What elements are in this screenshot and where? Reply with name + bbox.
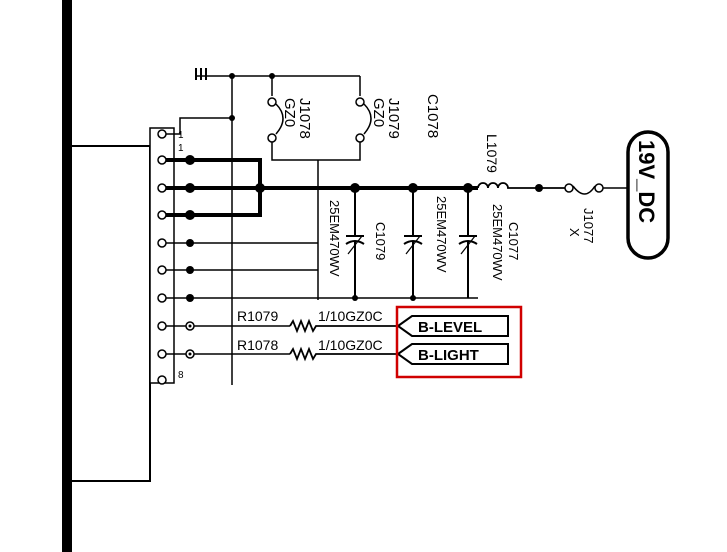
junction-dot xyxy=(535,184,543,192)
pin-label-first: 1 xyxy=(178,130,184,141)
capacitor-c1079-symbol xyxy=(345,188,365,298)
resistor-r1079-value: 1/10GZ0C xyxy=(318,308,383,324)
pin-label-last: 8 xyxy=(178,370,184,381)
jumper-j1077-ref: J1077 xyxy=(581,208,596,243)
junction-dot xyxy=(229,73,235,79)
jumper-j1078-ref: J1078 xyxy=(296,98,313,139)
pin-label-first-sub: 1 xyxy=(178,143,184,154)
pin-9 xyxy=(157,375,167,385)
inductor-l1079-ref: L1079 xyxy=(484,134,500,173)
jumper-j1079-symbol xyxy=(317,76,372,300)
pin-2 xyxy=(157,183,167,193)
jumper-j1079-ref: J1079 xyxy=(385,98,402,139)
resistor-r1079-row xyxy=(166,318,398,334)
capacitor-c1077-value: 25EM470WV xyxy=(490,204,505,281)
resistor-r1078-row xyxy=(166,346,398,362)
power-bus xyxy=(166,158,478,217)
jumper-j1077-symbol xyxy=(564,183,628,195)
pin-8 xyxy=(157,349,167,359)
signal-b-light-label: B-LIGHT xyxy=(418,347,479,364)
pin-1 xyxy=(157,155,167,165)
capacitor-mid-symbol xyxy=(403,188,423,298)
pin-7 xyxy=(157,321,167,331)
signal-flag-b-light xyxy=(396,343,509,365)
inductor-l1079-symbol xyxy=(477,182,565,189)
pin-3 xyxy=(157,210,167,220)
frame-border xyxy=(62,0,72,552)
jumper-j1079-value: GZ0 xyxy=(370,98,387,127)
resistor-r1078-value: 1/10GZ0C xyxy=(318,337,383,353)
highlight-box xyxy=(395,305,523,379)
ground-pin-junctions xyxy=(186,239,416,302)
capacitor-mid-value: 25EM470WV xyxy=(434,196,449,273)
pin-6 xyxy=(157,293,167,303)
pin-4 xyxy=(157,238,167,248)
jumper-j1078-value: GZ0 xyxy=(281,98,298,127)
pin-5 xyxy=(157,265,167,275)
connector-outline xyxy=(72,145,151,482)
resistor-r1078-symbol xyxy=(289,346,398,362)
capacitor-c1077-ref: C1077 xyxy=(506,222,521,260)
pin0-wire xyxy=(166,117,232,135)
ground-pin-wires xyxy=(166,242,478,299)
power-flag-19v-dc xyxy=(626,130,670,260)
resistor-r1079-ref: R1079 xyxy=(237,308,278,324)
capacitor-c1078-ref: C1078 xyxy=(424,94,441,138)
resistor-r1078-ref: R1078 xyxy=(237,337,278,353)
pin-0 xyxy=(157,129,167,139)
capacitor-c1077-symbol xyxy=(458,188,478,298)
ground-symbol xyxy=(195,68,207,80)
jumper-j1078-symbol xyxy=(267,76,361,161)
power-flag-label: 19V_DC xyxy=(634,140,659,223)
jumper-j1077-value: X xyxy=(567,228,582,237)
resistor-r1079-symbol xyxy=(289,318,398,334)
capacitor-c1079-ref: C1079 xyxy=(373,222,388,260)
junction-dot xyxy=(229,115,235,121)
signal-b-level-label: B-LEVEL xyxy=(418,319,482,336)
connector-body xyxy=(149,127,175,384)
signal-flag-b-level xyxy=(396,315,509,337)
capacitor-c1079-value: 25EM470WV xyxy=(327,200,342,277)
